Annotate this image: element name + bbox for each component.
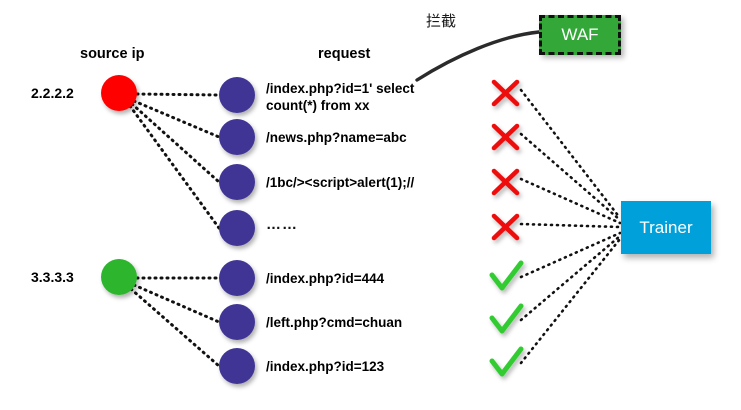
x-mark-group [491,79,520,241]
request-text: /1bc/><script>alert(1);// [266,174,414,191]
source-node-benign [101,259,137,295]
connector-line [519,222,622,229]
request-text-line: count(*) from xx [266,98,370,113]
intercept-label: 拦截 [426,12,457,30]
connector-line [132,283,221,324]
request-text-line: /left.php?cmd=chuan [266,315,403,330]
connector-group-to-trainer [519,88,622,365]
check-mark [489,303,524,334]
request-node [219,210,255,246]
source-ip-label-malicious: 2.2.2.2 [31,85,74,101]
connector-line [519,88,622,220]
request-node-group-malicious [219,77,255,246]
waf-box[interactable]: WAF [539,15,621,55]
x-mark [491,213,520,241]
connector-line [519,177,622,225]
request-node [219,348,255,384]
connector-line [129,287,221,368]
request-node [219,304,255,340]
request-text: /news.php?name=abc [266,129,407,146]
request-text-line: /index.php?id=123 [266,359,385,374]
check-mark [489,260,524,291]
request-text: /left.php?cmd=chuan [266,314,402,331]
request-node [219,119,255,155]
request-text-line: /index.php?id=1' select [266,81,415,96]
intercept-arrow [415,30,541,82]
connector-group-malicious [128,92,221,230]
check-mark [489,346,524,377]
source-ip-label-benign: 3.3.3.3 [31,269,74,285]
request-text-ellipsis: …… [266,216,298,233]
connector-line [128,104,221,230]
x-mark [491,168,520,196]
x-mark [491,123,520,151]
request-node-group-benign [219,260,255,384]
trainer-box[interactable]: Trainer [621,201,711,254]
source-node-malicious [101,75,137,111]
check-mark-group [489,260,524,377]
connector-group-benign [129,276,221,368]
connector-line [132,99,221,139]
connector-line [519,231,622,279]
column-header-source-ip: source ip [80,46,145,62]
request-text-line: /news.php?name=abc [266,130,407,145]
request-node [219,260,255,296]
request-text-line: /index.php?id=444 [266,271,385,286]
connector-line [519,234,622,322]
connector-line [519,132,622,222]
request-text: /index.php?id=444 [266,270,384,287]
request-text: /index.php?id=1' select count(*) from xx [266,80,414,114]
x-mark [491,79,520,107]
request-text: /index.php?id=123 [266,358,384,375]
request-text-line: /1bc/><script>alert(1);// [266,175,415,190]
request-node [219,164,255,200]
connector-line [519,237,622,365]
request-node [219,77,255,113]
column-header-request: request [318,46,371,62]
connector-line [130,102,221,184]
connector-line [135,92,221,97]
